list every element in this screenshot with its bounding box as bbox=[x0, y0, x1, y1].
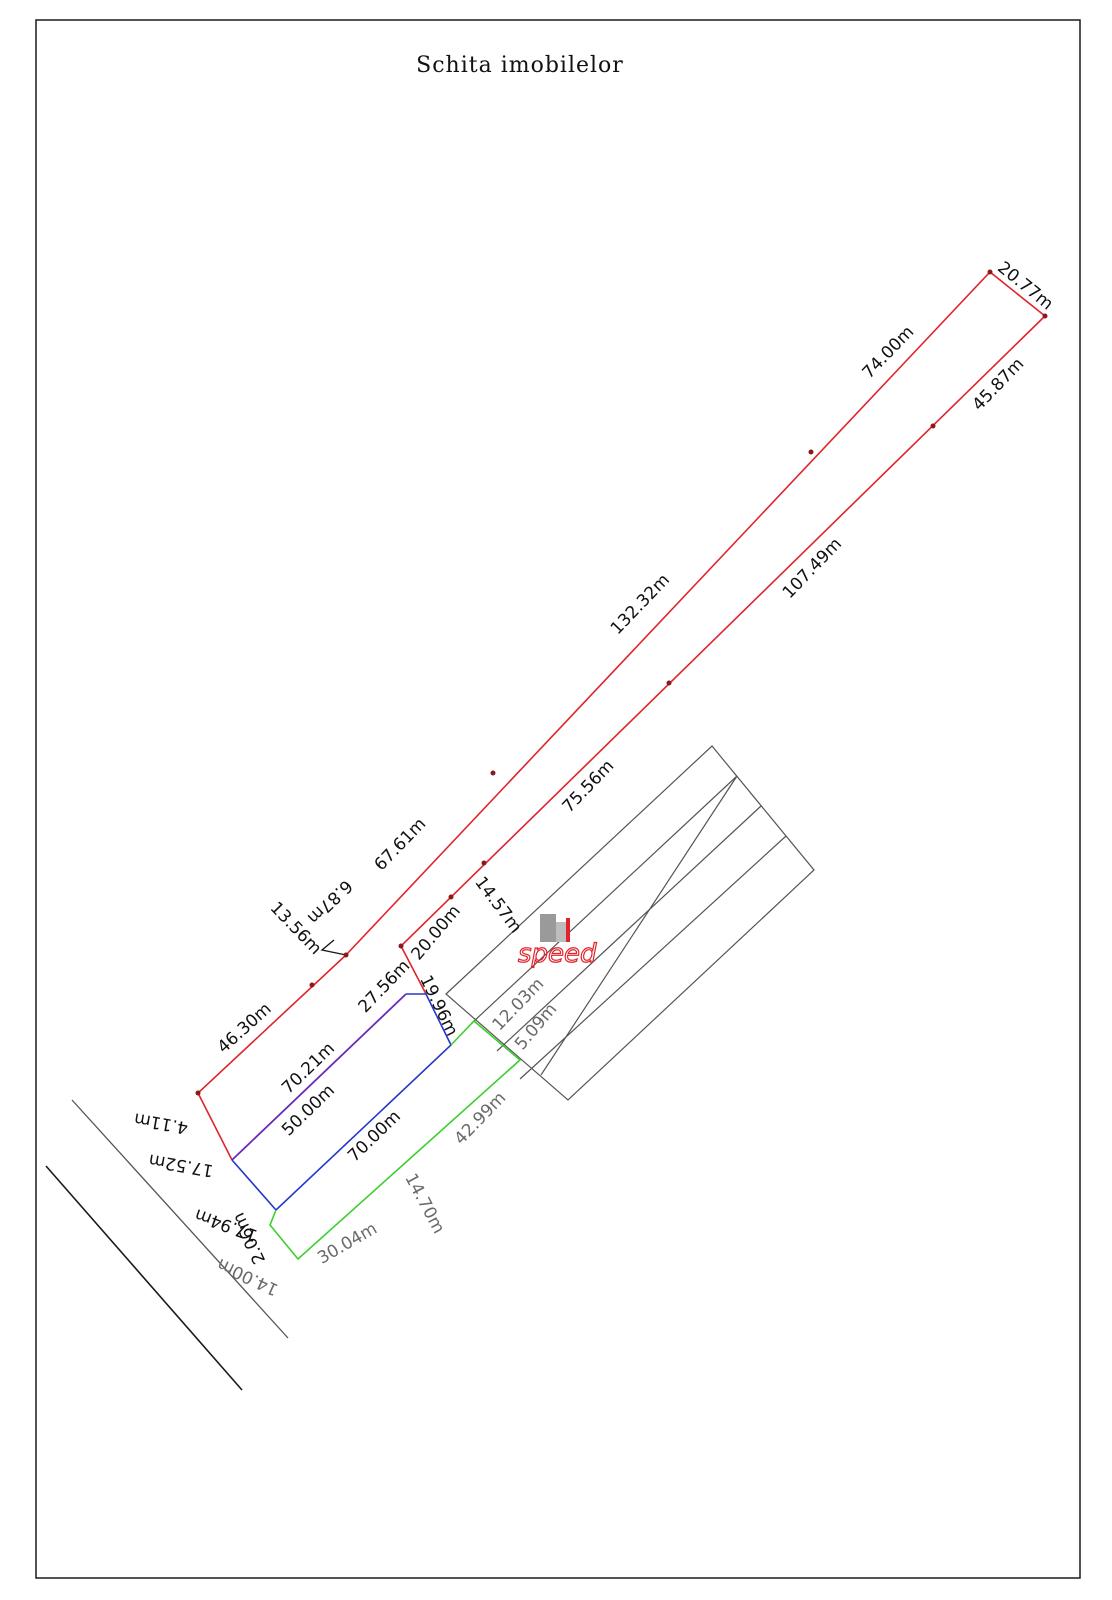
dim-label: 20.77m bbox=[994, 258, 1057, 315]
building-division bbox=[496, 805, 762, 1052]
drawing-title: Schita imobilelor bbox=[416, 53, 624, 78]
building-division bbox=[472, 775, 738, 1023]
building-division bbox=[540, 775, 738, 1076]
vertex-point bbox=[195, 1090, 201, 1096]
parcel-red bbox=[197, 270, 1047, 1161]
dim-label: 45.87m bbox=[969, 354, 1029, 415]
vertex-points bbox=[195, 269, 1048, 1096]
road bbox=[45, 1099, 289, 1391]
vertex-point bbox=[930, 423, 936, 429]
dim-label: 42.99m bbox=[451, 1088, 511, 1149]
road-line-outer bbox=[45, 1165, 243, 1391]
dim-label: 30.04m bbox=[314, 1219, 380, 1269]
dim-label: 19.96m bbox=[415, 972, 462, 1039]
parcel-purple-line bbox=[231, 993, 407, 1161]
vertex-point bbox=[309, 982, 315, 988]
dim-label: 27.56m bbox=[355, 956, 415, 1017]
building-icon bbox=[540, 914, 570, 942]
parcel-red-outline bbox=[345, 270, 1047, 995]
road-line-inner bbox=[71, 1099, 289, 1339]
dim-label: 75.56m bbox=[559, 756, 619, 817]
dim-label: 67.61m bbox=[371, 814, 431, 875]
vertex-point bbox=[343, 952, 349, 958]
dim-label: 74.00m bbox=[859, 322, 919, 383]
dim-label: 132.32m bbox=[607, 570, 674, 639]
vertex-point bbox=[398, 943, 404, 949]
dim-label: 6.87m bbox=[303, 876, 356, 928]
vertex-point bbox=[481, 860, 487, 866]
vertex-point bbox=[666, 680, 672, 686]
vertex-point bbox=[490, 770, 496, 776]
page-frame bbox=[35, 19, 1081, 1579]
parcel-green bbox=[269, 1019, 522, 1261]
parcel-notch bbox=[320, 939, 347, 956]
speed-logo: speed bbox=[517, 914, 598, 970]
building-outline bbox=[445, 745, 815, 1101]
building-block bbox=[445, 745, 815, 1101]
dim-label: 17.52m bbox=[147, 1149, 215, 1180]
dim-label: 14.70m bbox=[400, 1170, 448, 1237]
vertex-point bbox=[448, 894, 454, 900]
dim-label: 4.11m bbox=[133, 1108, 190, 1137]
vertex-point bbox=[1042, 313, 1048, 319]
vertex-point bbox=[987, 269, 993, 275]
speed-logo-text: speed bbox=[518, 939, 597, 969]
vertex-point bbox=[808, 449, 814, 455]
dimension-labels: 20.77m 74.00m 45.87m 132.32m 107.49m 75.… bbox=[133, 258, 1057, 1300]
dim-label: 14.57m bbox=[470, 873, 525, 937]
